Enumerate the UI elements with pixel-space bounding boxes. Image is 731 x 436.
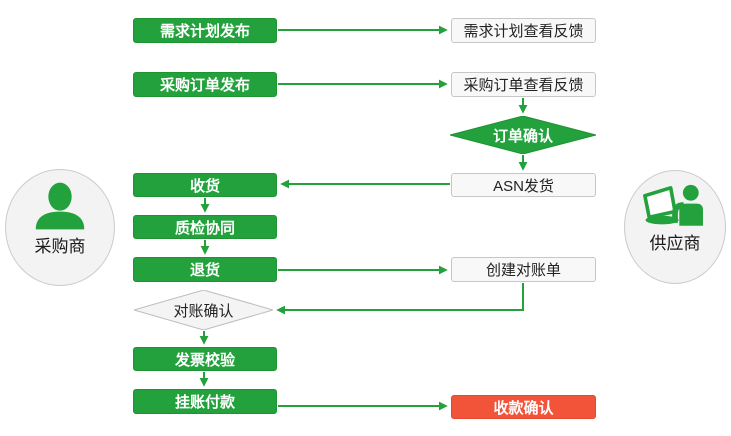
diamond-shape (450, 116, 596, 154)
flow-node-return-goods: 退货 (133, 257, 277, 282)
flow-node-booked-payment: 挂账付款 (133, 389, 277, 414)
actor-supplier: 供应商 (624, 170, 726, 284)
flow-node-asn-shipment: ASN发货 (451, 173, 596, 197)
connector-statement-reconciliation (276, 283, 524, 315)
diamond-shape (134, 290, 273, 330)
flow-node-demand-plan-feedback: 需求计划查看反馈 (451, 18, 596, 43)
actor-buyer: 采购商 (5, 169, 115, 286)
flow-node-demand-plan-publish: 需求计划发布 (133, 18, 277, 43)
flow-node-receipt-confirm: 收款确认 (451, 395, 596, 419)
decision-reconciliation-confirm: 对账确认 (134, 290, 273, 330)
flow-node-create-statement: 创建对账单 (451, 257, 596, 282)
flow-node-invoice-verification: 发票校验 (133, 347, 277, 371)
person-icon (35, 182, 85, 230)
flow-node-po-feedback: 采购订单查看反馈 (451, 72, 596, 97)
decision-order-confirm: 订单确认 (450, 116, 596, 154)
decision-reconciliation-label: 对账确认 (173, 302, 234, 320)
actor-buyer-label: 采购商 (34, 237, 86, 256)
flow-node-receive-goods: 收货 (133, 173, 277, 197)
flow-node-quality-collaboration: 质检协同 (133, 215, 277, 239)
person-laptop-icon (643, 184, 703, 226)
flow-node-po-publish: 采购订单发布 (133, 72, 277, 97)
decision-order-confirm-label: 订单确认 (492, 127, 553, 145)
actor-supplier-label: 供应商 (649, 234, 701, 253)
